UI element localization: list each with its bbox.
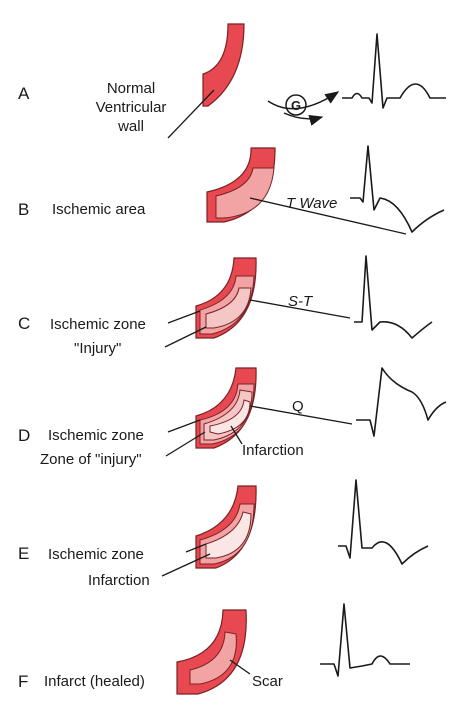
panel-letter-f: F [18,672,29,691]
injury-zone-c [205,287,252,329]
ischemic-area-b [215,167,275,219]
injury-label-c: "Injury" [74,340,122,357]
ischemic-pointer-c [167,310,201,324]
q-pointer-d [249,405,353,425]
q-wave-label: Q [292,398,304,415]
normal-ventricular-wall-label: Normal Ventricular wall [95,80,167,135]
depolarization-arrow-upper [267,91,340,110]
ischemic-pointer-e [185,543,207,553]
g-marker-circle [285,94,307,116]
ischemic-pointer-d [167,419,201,433]
t-wave-pointer-b [249,197,407,235]
scar-tissue-f [189,631,237,685]
panel-a [167,23,446,139]
panel-c [164,255,433,348]
scar-label: Scar [252,673,283,690]
ecg-trace-c [354,255,433,339]
ecg-trace-e [338,479,429,565]
ecg-trace-d [356,367,447,437]
panel-letter-a: A [18,84,30,103]
panel-letter-d: D [18,426,31,445]
ischemic-area-label: Ischemic area [52,201,146,218]
ecg-trace-b [350,145,445,233]
st-segment-label: S-T [288,293,313,310]
ischemic-zone-label-d: Ischemic zone [48,427,144,444]
infarct-healed-label: Infarct (healed) [44,673,145,690]
g-marker-label: G [290,98,302,113]
depolarization-arrow-lower [283,112,324,126]
st-pointer-c [249,299,351,319]
panel-d [165,367,447,457]
panel-e [161,479,429,577]
panel-f [176,603,410,695]
panel-letter-e: E [18,544,30,563]
infarction-label-d: Infarction [242,442,304,459]
ischemic-zone-label-c: Ischemic zone [50,316,146,333]
infarction-zone-e [205,511,252,559]
normal-ventricular-wall [202,23,245,107]
panel-b [206,145,445,235]
panel-letter-b: B [18,200,30,219]
infarction-pointer-d [230,425,243,445]
infarction-pointer-e [161,553,211,577]
t-wave-label: T Wave [286,195,338,212]
ischemic-zone-label-e: Ischemic zone [48,546,144,563]
scar-pointer-f [229,659,251,675]
zone-of-injury-label: Zone of "injury" [40,451,142,468]
ecg-trace-a [342,33,446,109]
injury-pointer-c [164,326,207,348]
pointer-line-a [167,89,215,139]
ecg-trace-f [320,603,410,677]
infarction-label-e: Infarction [88,572,150,589]
injury-pointer-d [165,431,206,457]
panel-letter-c: C [18,314,31,333]
infarction-zone-d [209,399,251,435]
